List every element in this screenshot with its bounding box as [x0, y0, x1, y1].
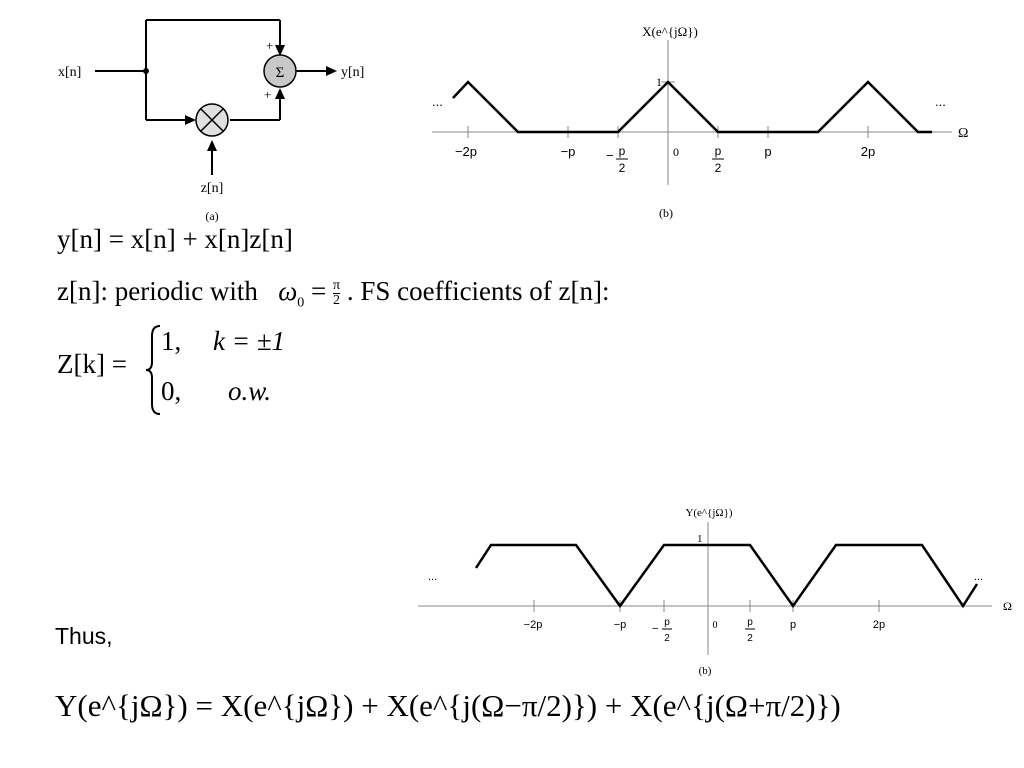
x-tick-neg-frac-den: 2 — [619, 161, 626, 175]
spectrum-x-plot: X(e^{jΩ}) 1 Ω ... ... −2p −p 0 p 2p − p … — [432, 24, 968, 220]
equation-y: y[n] = x[n] + x[n]z[n] — [57, 224, 293, 254]
x-tick-2p: 2p — [861, 144, 875, 159]
zk-case1-condition: k = ±1 — [213, 326, 286, 356]
caption-b-bottom: (b) — [699, 665, 712, 677]
y-tick-neg-frac-den: 2 — [664, 633, 670, 644]
y-tick-pos-frac-num: p — [747, 617, 753, 628]
x-ylabel: X(e^{jΩ}) — [642, 24, 698, 39]
x-peak-label: 1 — [656, 75, 662, 89]
plus-bottom: + — [264, 87, 271, 102]
x-tick-p: p — [764, 144, 771, 159]
final-equation: Y(e^{jΩ}) = X(e^{jΩ}) + X(e^{j(Ω−π/2)}) … — [55, 688, 841, 723]
y-ellipsis-right: ... — [974, 571, 983, 583]
block-diagram: Σ + + x[n] y[n] z[n] (a) — [58, 19, 364, 223]
summer-node — [263, 54, 297, 88]
y-tick-pos-frac-den: 2 — [747, 633, 753, 644]
y-tick-neg2p: −2p — [524, 619, 543, 631]
x-tick-zero: 0 — [673, 145, 679, 159]
y-tick-neg-frac-num: p — [664, 617, 670, 628]
zk-case2-value: 0, — [161, 376, 182, 406]
zk-case1-value: 1, — [161, 326, 182, 356]
caption-b-top: (b) — [659, 206, 673, 220]
x-tick-neg-frac-num: p — [619, 144, 626, 158]
y-tick-2p: 2p — [873, 619, 885, 631]
x-tick-neg2p: −2p — [455, 144, 477, 159]
y-axis-omega: Ω — [1003, 599, 1012, 613]
y-tick-neg-frac-sign: − — [652, 623, 658, 635]
y-tick-zero: 0 — [713, 620, 718, 631]
x-ellipsis-right: ... — [935, 94, 946, 109]
x-axis-omega: Ω — [958, 126, 968, 141]
y-ylabel: Y(e^{jΩ}) — [685, 507, 732, 519]
x-tick-pos-frac-num: p — [715, 144, 722, 158]
caption-a: (a) — [205, 209, 218, 223]
equation-z-definition: z[n]: periodic with ω0 = π 2 . FS coeffi… — [57, 276, 610, 311]
y-level-label: 1 — [697, 533, 703, 545]
y-ellipsis-left: ... — [428, 571, 437, 583]
thus-label: Thus, — [55, 623, 113, 649]
sum-symbol: Σ — [276, 65, 285, 81]
x-spectrum-curve — [452, 80, 932, 134]
spectrum-y-plot: Y(e^{jΩ}) 1 Ω ... ... −2p −p 0 p 2p − p … — [418, 507, 1012, 677]
equation-zk-lhs: Z[k] = — [57, 349, 127, 379]
brace-icon — [145, 325, 161, 415]
zk-case2-condition: o.w. — [228, 376, 272, 406]
plus-top: + — [266, 38, 273, 53]
input-label: x[n] — [58, 65, 81, 80]
x-tick-neg-frac-sign: − — [606, 148, 614, 163]
y-tick-p: p — [790, 619, 796, 631]
y-tick-negp: −p — [614, 619, 627, 631]
modulator-label: z[n] — [201, 181, 224, 196]
y-spectrum-curve — [474, 543, 979, 609]
x-tick-pos-frac-den: 2 — [715, 161, 722, 175]
output-label: y[n] — [341, 65, 364, 80]
x-tick-negp: −p — [561, 144, 576, 159]
x-ellipsis-left: ... — [432, 94, 443, 109]
